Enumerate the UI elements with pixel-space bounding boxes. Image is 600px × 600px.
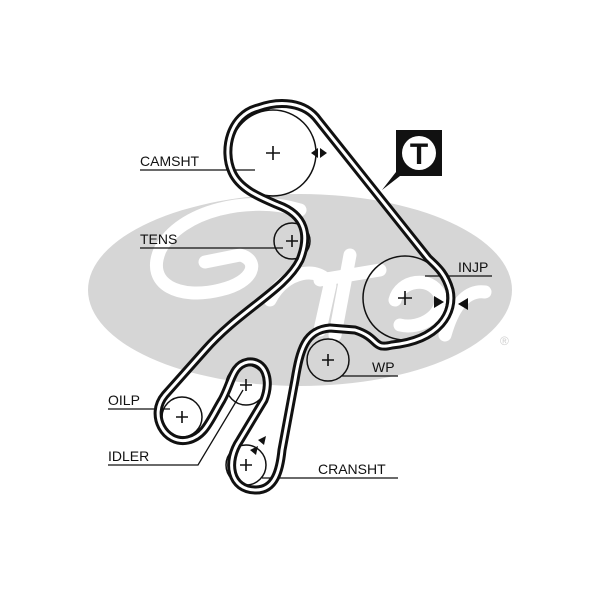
timing-badge: T xyxy=(382,130,442,190)
crankshaft-timing-mark xyxy=(250,446,258,455)
oil-pump-center-mark xyxy=(176,411,188,423)
label-crankshaft: CRANSHT xyxy=(318,461,386,477)
water-pump-center-mark xyxy=(322,354,334,366)
crankshaft-center-mark xyxy=(240,459,252,471)
leader-idler xyxy=(108,389,244,466)
pulley-centers xyxy=(176,146,412,471)
timing-belt xyxy=(153,99,456,495)
label-oil-pump: OILP xyxy=(108,392,140,408)
tensioner-pulley xyxy=(273,222,311,260)
water-pump-pulley xyxy=(306,338,350,382)
label-tensioner: TENS xyxy=(140,231,177,247)
injection-pump-timing-mark xyxy=(434,296,444,308)
timing-marks xyxy=(250,148,468,455)
camshaft-center-mark xyxy=(266,146,280,160)
label-water-pump: WP xyxy=(372,359,395,375)
idler-center-mark xyxy=(240,379,252,391)
registered-mark: ® xyxy=(500,334,509,348)
gates-watermark-logo: ® xyxy=(88,194,512,386)
camshaft-timing-mark-outer xyxy=(320,148,327,158)
camshaft-timing-mark xyxy=(311,148,318,158)
injection-pump-center-mark xyxy=(398,291,412,305)
timing-badge-letter: T xyxy=(410,138,428,171)
label-camshaft: CAMSHT xyxy=(140,153,200,169)
tensioner-center-mark xyxy=(286,235,298,247)
crankshaft-timing-mark-outer xyxy=(258,436,266,445)
label-idler: IDLER xyxy=(108,448,149,464)
injection-pump-timing-mark-outer xyxy=(458,298,468,310)
label-injection-pump: INJP xyxy=(458,259,488,275)
component-labels: CAMSHT TENS INJP WP OILP IDLER CRANSHT xyxy=(108,153,488,477)
